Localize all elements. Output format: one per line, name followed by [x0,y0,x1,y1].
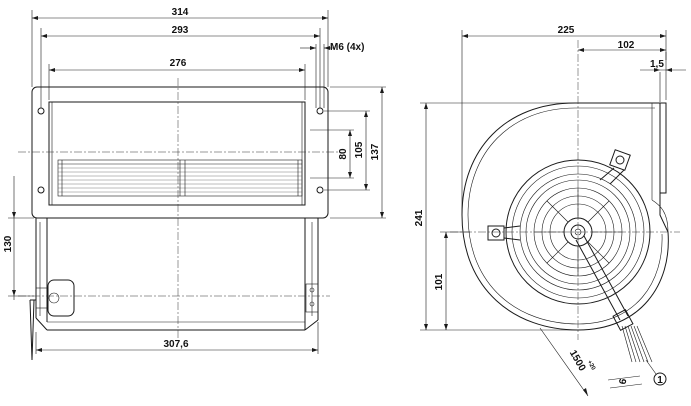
callout-label: 1 [657,375,663,386]
callout-1: 1 [645,359,667,386]
mounting-lugs [487,149,631,241]
dim-m6: M6 (4x) [300,42,364,108]
dim-label-1-5: 1,5 [650,59,664,70]
dim-label-1500-tol: +20 [586,360,597,372]
dim-label-130: 130 [3,235,14,252]
housing-body [35,218,319,331]
dim-label-102: 102 [618,40,635,51]
dim-105: 105 [324,110,370,191]
dim-label-307-6: 307,6 [163,339,188,350]
cable [575,235,653,363]
volute-housing [461,102,669,331]
dim-241: 241 [414,102,578,331]
dim-80: 80 [310,129,354,179]
dim-6: 6 [607,375,643,389]
dim-label-6: 6 [618,377,630,385]
mounting-holes [37,107,324,194]
dim-101: 101 [434,231,470,330]
front-view: 314 293 M6 (4x) 276 [3,7,386,361]
dim-137: 137 [330,86,386,219]
dim-label-293: 293 [172,25,189,36]
outlet-opening [48,101,306,206]
dim-1500: 1500 +20 [539,327,597,397]
side-view: 225 102 1,5 241 [414,25,686,397]
right-bracket [305,283,319,313]
dim-label-m6: M6 (4x) [330,42,364,53]
dim-293: 293 [40,25,321,108]
dim-102: 102 [578,40,667,60]
dim-130: 130 [3,176,34,300]
dim-314: 314 [31,7,329,87]
dim-label-137: 137 [370,143,381,160]
dim-label-225: 225 [558,25,575,36]
impeller-blades [57,159,303,197]
terminal-box [29,279,75,361]
dim-label-276: 276 [170,58,187,69]
dim-1-5: 1,5 [640,59,686,102]
dim-276: 276 [48,58,306,100]
dim-225: 225 [461,25,667,215]
flange-plate [31,86,329,219]
dim-label-105: 105 [354,141,365,158]
dim-label-1500: 1500 [567,348,588,373]
dim-label-314: 314 [172,7,189,18]
dim-label-101: 101 [434,273,445,290]
dim-label-80: 80 [338,148,349,160]
dim-307-6: 307,6 [35,322,319,354]
dim-label-241: 241 [414,209,425,226]
